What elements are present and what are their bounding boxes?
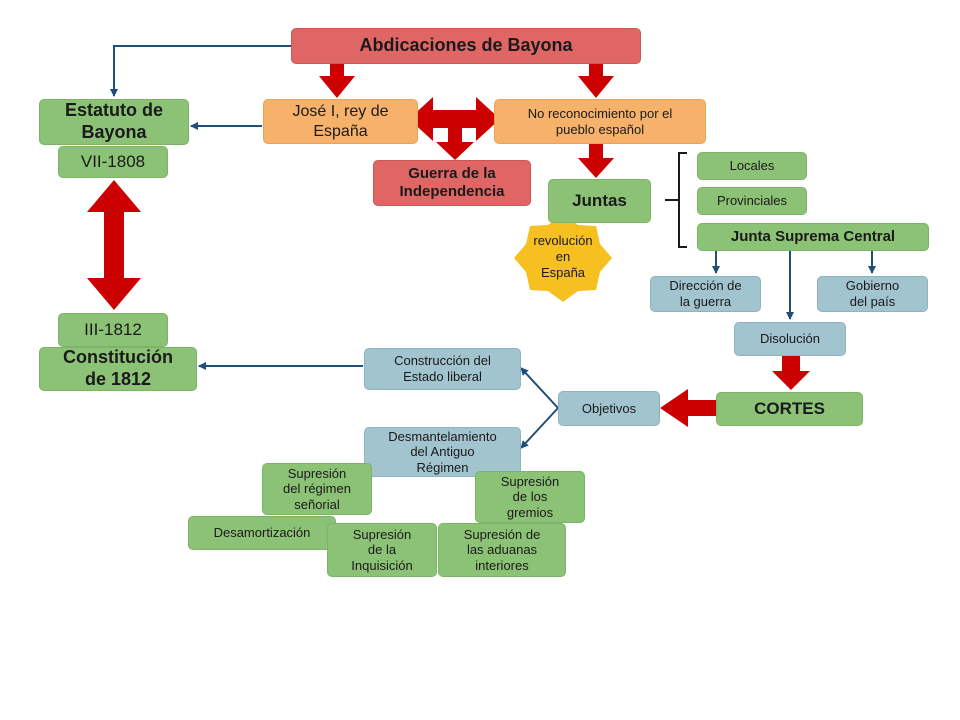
revolucion-star [514,214,612,302]
node-desamortizacion: Desamortización [188,516,336,550]
node-locales: Locales [697,152,807,180]
node-cortes: CORTES [716,392,863,426]
node-no-reconocimiento: No reconocimiento por el pueblo español [494,99,706,144]
node-supresion-inquisicion: Supresión de la Inquisición [327,523,437,577]
red-arrow-disolucion-to-cortes [772,356,810,390]
node-supresion-senorial: Supresión del régimen señorial [262,463,372,515]
node-junta-suprema: Junta Suprema Central [697,223,929,251]
node-disolucion: Disolución [734,322,846,356]
node-estatuto: Estatuto de Bayona [39,99,189,145]
line-objetivos-to-desmantelamiento [520,407,559,449]
line-objetivos-to-construccion [520,367,559,409]
node-supresion-aduanas: Supresión de las aduanas interiores [438,523,566,577]
node-guerra: Guerra de la Independencia [373,160,531,206]
node-direccion-guerra: Dirección de la guerra [650,276,761,312]
node-iii-1812: III-1812 [58,313,168,347]
juntas-bracket [665,152,687,248]
node-gobierno-pais: Gobierno del país [817,276,928,312]
red-arrow-to-guerra [436,128,474,160]
node-objetivos: Objetivos [558,391,660,426]
red-arrow-cortes-to-objetivos [660,389,716,427]
red-arrow-jose-noreconocimiento-double [409,97,500,141]
node-vii-1808: VII-1808 [58,146,168,178]
red-arrow-estatuto-constitucion-double [87,180,141,310]
red-arrow-noreconocimiento-to-juntas [578,144,614,178]
node-provinciales: Provinciales [697,187,807,215]
node-constitucion: Constitución de 1812 [39,347,197,391]
node-supresion-gremios: Supresión de los gremios [475,471,585,523]
node-revolucion: revolución en España [533,232,593,281]
node-juntas: Juntas [548,179,651,223]
red-arrow-abdicaciones-to-jose [319,63,355,98]
node-desmantelamiento: Desmantelamiento del Antiguo Régimen [364,427,521,477]
line-abdicaciones-to-estatuto [110,45,292,97]
red-arrow-abdicaciones-to-noreconocimiento [578,63,614,98]
node-abdicaciones: Abdicaciones de Bayona [291,28,641,64]
node-construccion: Construcción del Estado liberal [364,348,521,390]
node-jose-i: José I, rey de España [263,99,418,144]
